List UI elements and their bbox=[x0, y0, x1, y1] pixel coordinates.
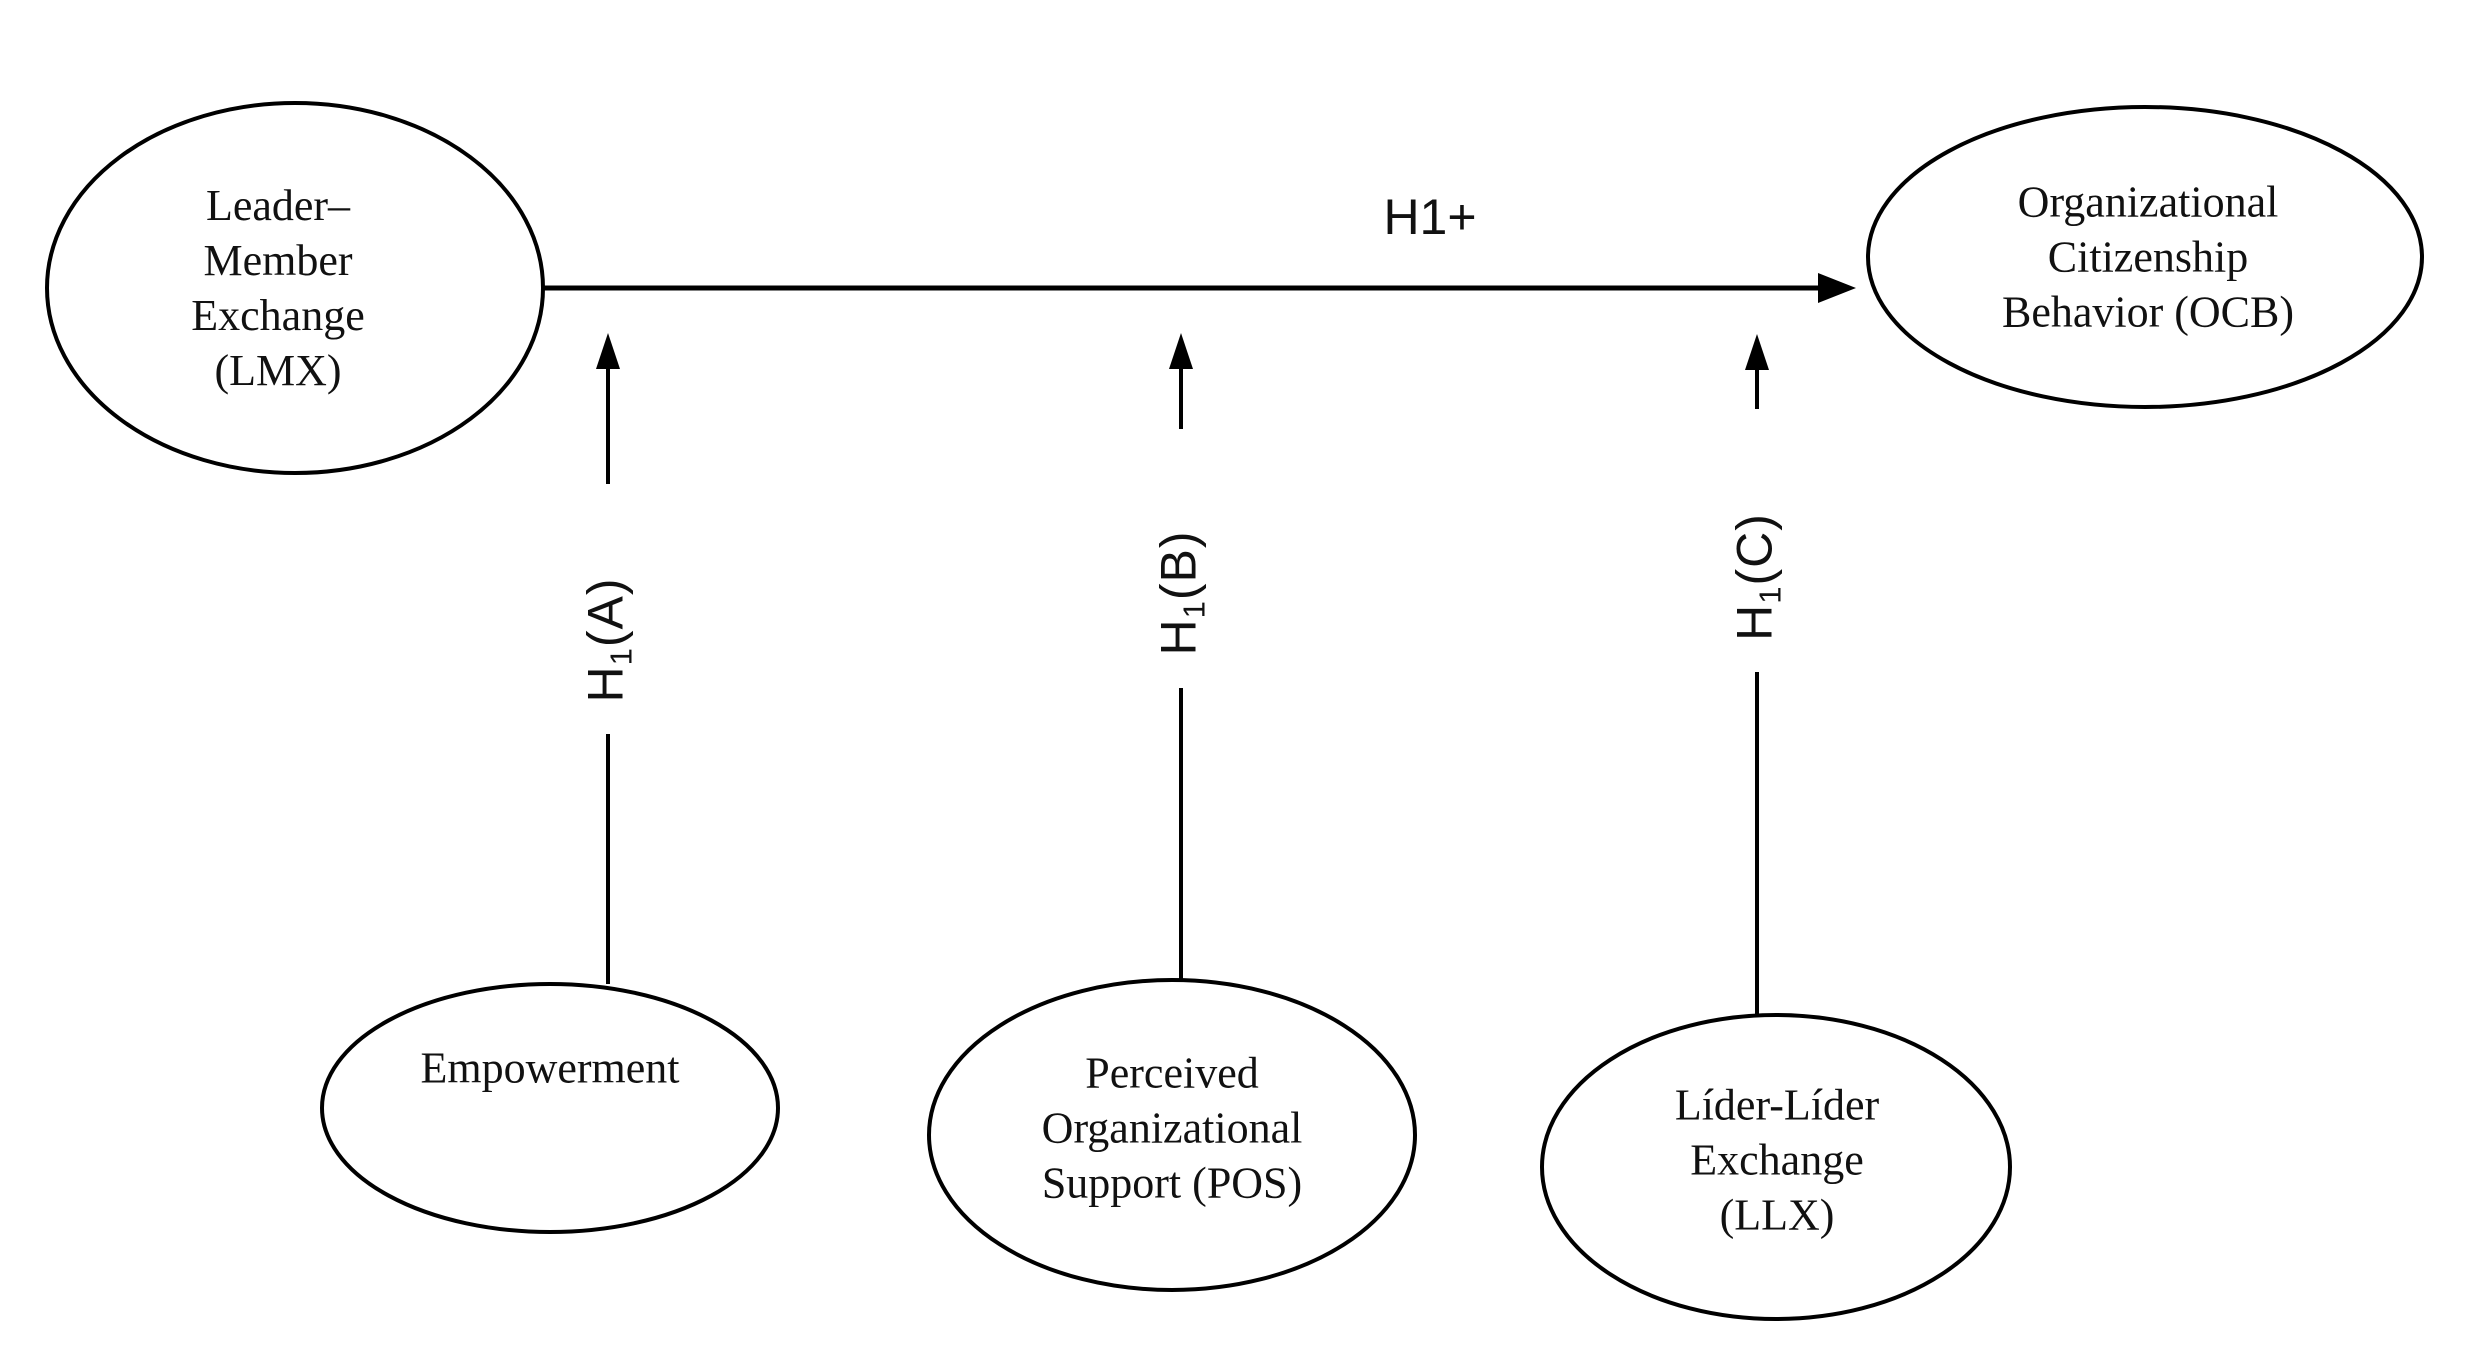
main-path-hypothesis-label: H1+ bbox=[1383, 189, 1477, 245]
empowerment-label: Empowerment bbox=[420, 1041, 679, 1096]
ocb-label-line-1: Organizational bbox=[2017, 177, 2279, 227]
pos-label-line-3: Support (POS) bbox=[1041, 1158, 1303, 1208]
llx-label-line-3: (LLX) bbox=[1719, 1190, 1835, 1240]
empowerment-label-line-1: Empowerment bbox=[420, 1043, 680, 1093]
moderation-b-hypothesis-label: H1(B) bbox=[1150, 530, 1213, 655]
moderation-b-label-rest: (B) bbox=[1150, 530, 1207, 601]
pos-label-line-2: Organizational bbox=[1041, 1103, 1303, 1153]
lmx-label-line-4: (LMX) bbox=[214, 346, 342, 395]
lmx-label-line-1: Leader– bbox=[205, 181, 351, 230]
ocb-label-line-2: Citizenship bbox=[2047, 232, 2249, 282]
moderation-a-label-rest: (A) bbox=[577, 577, 634, 648]
lmx-label-line-2: Member bbox=[203, 236, 353, 285]
moderation-a-label-subscript: 1 bbox=[603, 647, 639, 666]
lmx-label: Leader– Member Exchange (LMX) bbox=[191, 178, 364, 398]
moderation-b-label-subscript: 1 bbox=[1176, 600, 1212, 619]
ocb-label: Organizational Citizenship Behavior (OCB… bbox=[2002, 175, 2294, 340]
moderator-arrow-c-head bbox=[1745, 334, 1769, 370]
moderation-a-hypothesis-label: H1(A) bbox=[577, 577, 640, 702]
llx-label: Líder-Líder Exchange (LLX) bbox=[1675, 1078, 1879, 1243]
moderator-arrow-a-head bbox=[596, 333, 620, 369]
moderation-c-label-subscript: 1 bbox=[1752, 585, 1788, 604]
llx-label-line-1: Líder-Líder bbox=[1674, 1080, 1880, 1130]
moderation-c-hypothesis-label: H1(C) bbox=[1726, 513, 1789, 641]
main-arrow-head bbox=[1818, 273, 1856, 303]
pos-label-line-1: Perceived bbox=[1085, 1048, 1259, 1098]
moderation-c-label-rest: (C) bbox=[1726, 513, 1783, 586]
lmx-label-line-3: Exchange bbox=[191, 291, 365, 340]
ocb-ellipse bbox=[1866, 105, 2424, 409]
empowerment-ellipse bbox=[320, 982, 780, 1234]
llx-label-line-2: Exchange bbox=[1690, 1135, 1864, 1185]
moderation-c-label-base: H bbox=[1726, 603, 1783, 641]
moderation-b-label-base: H bbox=[1150, 618, 1207, 656]
pos-label: Perceived Organizational Support (POS) bbox=[1042, 1046, 1303, 1211]
pos-ellipse bbox=[927, 978, 1417, 1292]
moderator-arrow-b-head bbox=[1169, 333, 1193, 369]
moderation-a-label-base: H bbox=[577, 665, 634, 703]
llx-ellipse bbox=[1540, 1013, 2012, 1321]
ocb-label-line-3: Behavior (OCB) bbox=[2001, 287, 2295, 337]
